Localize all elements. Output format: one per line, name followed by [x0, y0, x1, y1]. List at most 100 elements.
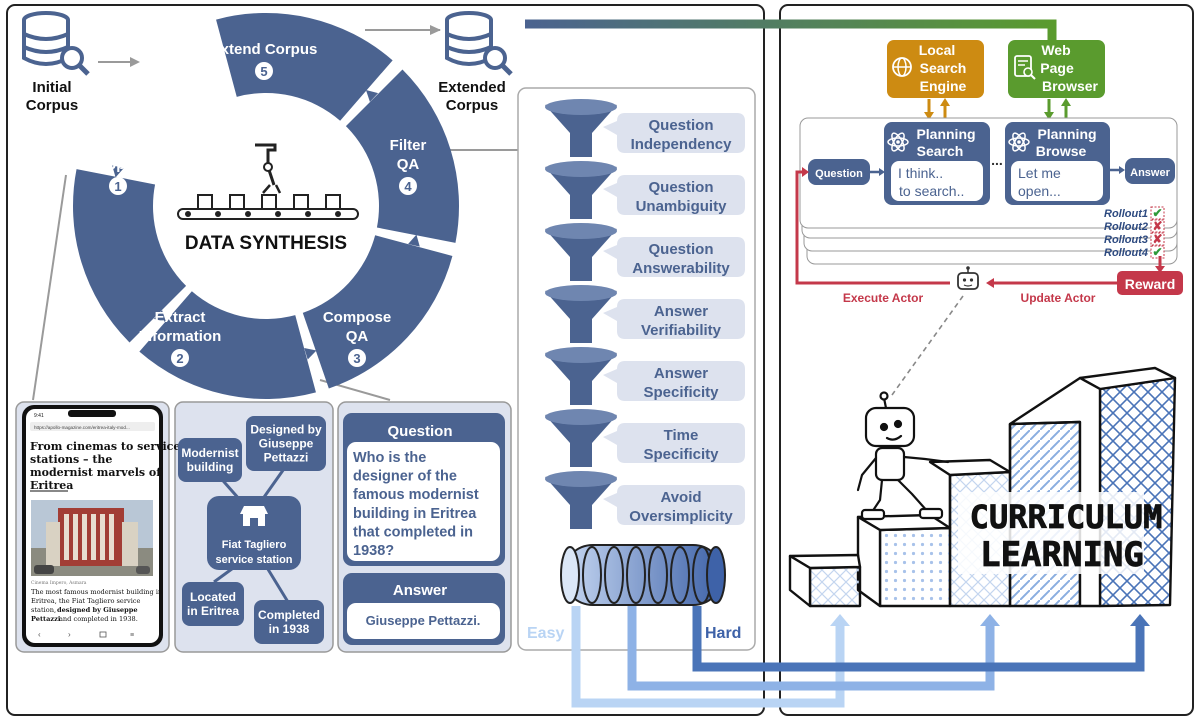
- funnel-rim: [545, 99, 617, 115]
- curriculum-label-backdrop: [958, 492, 1144, 574]
- headline-line1: From cinemas to service: [30, 440, 180, 453]
- execute-actor-label: Execute Actor: [843, 291, 924, 305]
- hard-label: Hard: [705, 625, 741, 642]
- graph-center-line1: Fiat Tagliero: [222, 539, 287, 551]
- headline-line2: stations – the: [30, 453, 112, 466]
- agent-question-label: Question: [815, 168, 863, 180]
- question-line: that completed in: [353, 524, 473, 540]
- graph-node: [254, 600, 324, 644]
- graph-node-text: in Eritrea: [187, 604, 239, 618]
- funnel-icon: [545, 349, 617, 405]
- cycle-arrow: [112, 165, 124, 178]
- filter-label: Time: [664, 427, 699, 444]
- rollout-mark-box: [1150, 245, 1165, 259]
- funnel-rim: [545, 471, 617, 487]
- search-thought-line2: to search..: [899, 183, 964, 199]
- nav-tabs-icon: [99, 631, 107, 638]
- filter-label: Oversimplicity: [629, 508, 733, 525]
- headline-line3: modernist marvels of: [30, 466, 162, 479]
- funnel-rim: [545, 223, 617, 239]
- answer-label: Answer: [393, 582, 447, 599]
- body-line2: Eritrea, the Fiat Tagliero service: [31, 597, 140, 605]
- step-5-label: Extend Corpus: [211, 41, 318, 58]
- graph-node-text: in 1938: [269, 622, 310, 636]
- graph-node: [182, 582, 244, 626]
- cross-icon: ✘: [1152, 232, 1162, 246]
- difficulty-cylinder: [560, 544, 726, 606]
- filter-label: Verifiability: [641, 322, 722, 339]
- search-engine-line3: Engine: [920, 78, 967, 94]
- funnel-rim: [545, 347, 617, 363]
- ellipsis-label: ...: [991, 152, 1003, 168]
- browser-line1: Web: [1041, 42, 1070, 58]
- step-3-number: 3: [353, 351, 360, 366]
- agent-answer-label: Answer: [1130, 167, 1170, 179]
- cycle-segment-4: [345, 69, 459, 243]
- graph-node-text: building: [187, 460, 234, 474]
- graph-node-text: Pettazzi: [264, 451, 309, 465]
- reward-box: [1117, 271, 1183, 295]
- answer-text-box: [347, 603, 500, 639]
- initial-corpus-label-line2: Corpus: [26, 97, 79, 114]
- corpus-to-tools-connectors: [525, 19, 1057, 71]
- graph-node-text: Designed by: [250, 423, 322, 437]
- phone-url: https://apollo-magazine.com/eritrea-ital…: [34, 425, 130, 430]
- cycle-segment-2: [139, 291, 316, 399]
- answer-text: Giuseppe Pettazzi.: [366, 613, 481, 628]
- reward-label: Reward: [1125, 276, 1176, 292]
- filter-list: QuestionIndependencyQuestionUnambiguityQ…: [545, 99, 745, 529]
- globe-icon: [892, 57, 912, 77]
- search-thought-line1: I think..: [898, 165, 943, 181]
- extended-corpus-label-line1: Extended: [438, 79, 506, 96]
- nav-forward-icon: ›: [68, 630, 71, 639]
- step-3-label: QA: [346, 328, 369, 345]
- cycle-segment-1: [72, 169, 187, 343]
- cycle-arrow: [365, 90, 379, 102]
- step-number-badge: [255, 62, 273, 80]
- web-page-browser-box: [1008, 40, 1105, 98]
- filter-label-box: [603, 423, 745, 463]
- search-engine-line1: Local: [919, 42, 956, 58]
- filter-label: Answerability: [632, 260, 730, 277]
- filter-label: Specificity: [643, 384, 719, 401]
- tool-arrows: [924, 98, 1071, 120]
- search-thought-box: [891, 161, 983, 201]
- browser-line2: Page: [1040, 60, 1074, 76]
- planning-browse-line2: Browse: [1036, 143, 1087, 159]
- step-number-badge: [171, 349, 189, 367]
- body-bold-designer: designed by Giuseppe: [57, 606, 138, 614]
- body-bold-name: Pettazzi: [31, 615, 61, 623]
- photo-caption: Cinema Impero, Asmara: [31, 580, 87, 586]
- rollout-label: Rollout2: [1104, 221, 1148, 233]
- rollout-list: Rollout1✔Rollout2✘Rollout3✘Rollout4✔: [1104, 206, 1165, 259]
- browse-thought-line1: Let me: [1018, 165, 1061, 181]
- graph-node-text: Located: [190, 590, 236, 604]
- funnel-icon: [545, 163, 617, 219]
- rollout-mark-box: [1150, 206, 1165, 220]
- funnel-rim: [545, 161, 617, 177]
- rollout-label: Rollout1: [1104, 208, 1148, 220]
- extended-corpus-database-icon: [445, 11, 513, 76]
- filter-label-box: [603, 361, 745, 401]
- planning-browse-line1: Planning: [1037, 126, 1096, 142]
- funnel-rim: [545, 409, 617, 425]
- data-synthesis-cycle: FetchWebpage1ExtractInformation2ComposeQ…: [72, 13, 459, 399]
- small-robot-icon: [957, 266, 979, 290]
- question-line: building in Eritrea: [353, 506, 477, 522]
- reward-loop: [795, 167, 1165, 288]
- rollout-label: Rollout4: [1104, 247, 1148, 259]
- curriculum-line1: CURRICULUM: [970, 498, 1163, 536]
- cycle-segment-3: [302, 235, 453, 389]
- filter-label-box: [603, 175, 745, 215]
- planning-search-line1: Planning: [916, 126, 975, 142]
- step-4-label: Filter: [390, 137, 427, 154]
- step-2-number: 2: [176, 351, 183, 366]
- robot-arm-icon: [177, 143, 359, 220]
- graph-center-node: [207, 496, 301, 570]
- graph-node: [178, 438, 242, 482]
- browse-thought-box: [1011, 161, 1103, 201]
- step-4-label: QA: [397, 156, 420, 173]
- funnel-rim: [545, 285, 617, 301]
